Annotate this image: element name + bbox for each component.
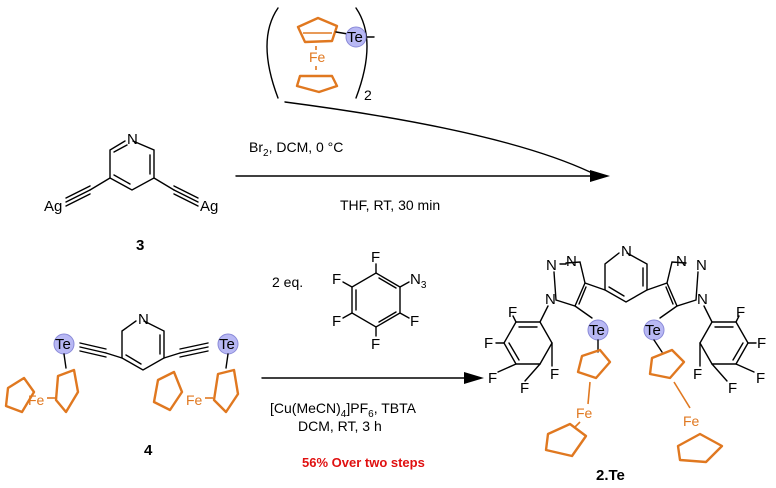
pyridine-n-4: N (138, 311, 149, 328)
triazole-left-n3: N (545, 291, 556, 308)
cp-4-left-b (54, 368, 80, 414)
compound-4: N Te Te Fe Fe 4 (4, 311, 240, 459)
cp-4-right-b (212, 368, 240, 414)
f-top: F (371, 249, 380, 266)
f-left-4: F (520, 380, 529, 397)
product-te-left: Te (589, 322, 605, 339)
reagent-subscript: 2 (364, 87, 372, 103)
condition-line: DCM, RT, 3 h (298, 418, 382, 434)
f-left-3: F (488, 370, 497, 387)
product-2te: N N N N Te N N N Te F F F F F (484, 243, 766, 484)
product-cp-left-bottom (544, 422, 588, 458)
product-cp-right-bottom (676, 432, 724, 464)
arrow-head-2 (464, 372, 484, 384)
f-bottom: F (371, 336, 380, 353)
product-te-right: Te (645, 322, 661, 339)
f-right-4: F (728, 380, 737, 397)
curved-addition-arrow (284, 101, 591, 173)
ag-left: Ag (44, 198, 62, 215)
product-fe-right: Fe (683, 413, 700, 429)
f-lower-right: F (410, 313, 419, 330)
triazole-right-n3: N (697, 291, 708, 308)
product-cp-right-top (648, 348, 686, 380)
f-right-1: F (736, 304, 745, 321)
right-parenthesis (355, 7, 368, 99)
arrow-head-1 (590, 170, 610, 182)
f-right-2: F (757, 335, 766, 352)
cp-4-right-a (152, 370, 184, 412)
ditelluride-reagent: 2 Fe Te (266, 7, 375, 103)
te-left-label: Te (55, 336, 71, 353)
left-parenthesis (266, 7, 279, 99)
f-left-2: F (484, 335, 493, 352)
reaction-2: [Cu(MeCN)4]PF6, TBTA DCM, RT, 3 h 56% Ov… (261, 372, 484, 470)
product-label: 2.Te (596, 467, 625, 484)
condition-1: Br2, DCM, 0 °C (249, 139, 343, 159)
cp-4-left-a (4, 376, 36, 414)
f-left-5: F (550, 366, 559, 383)
condition-2: THF, RT, 30 min (340, 197, 440, 213)
equiv-label: 2 eq. (272, 274, 303, 290)
f-upper-left: F (332, 271, 341, 288)
ag-right: Ag (200, 198, 218, 215)
f-right-5: F (693, 366, 702, 383)
azide-n3: N3 (410, 271, 427, 291)
compound-3-label: 3 (136, 237, 144, 254)
yield-label: 56% Over two steps (302, 455, 425, 470)
product-fe-left: Fe (576, 405, 593, 421)
cp-ring-top (296, 16, 339, 44)
triazole-left-n1: N (546, 257, 557, 274)
f-right-3: F (756, 370, 765, 387)
te-right-label: Te (219, 336, 235, 353)
compound-4-label: 4 (144, 442, 153, 459)
triazole-right-n2: N (676, 253, 687, 270)
te-ball (345, 26, 367, 48)
fe-4-left: Fe (28, 392, 45, 408)
triazole-left-n2: N (566, 253, 577, 270)
reaction-1: Br2, DCM, 0 °C THF, RT, 30 min (235, 139, 610, 213)
catalyst-line: [Cu(MeCN)4]PF6, TBTA (270, 400, 417, 420)
cp-ring-bottom (295, 74, 339, 94)
fe-label: Fe (309, 49, 326, 65)
f-lower-left: F (332, 313, 341, 330)
compound-3: N Ag Ag 3 (44, 131, 218, 254)
f-left-1: F (508, 304, 517, 321)
triazole-right-n1: N (696, 257, 707, 274)
pyridine-n: N (127, 131, 138, 148)
product-cp-left-top (576, 348, 612, 380)
product-pyridine-n: N (621, 243, 632, 260)
te-label: Te (347, 29, 363, 46)
fe-4-right: Fe (186, 392, 203, 408)
pentafluorophenyl-azide: 2 eq. F F F F F N3 (272, 249, 427, 353)
